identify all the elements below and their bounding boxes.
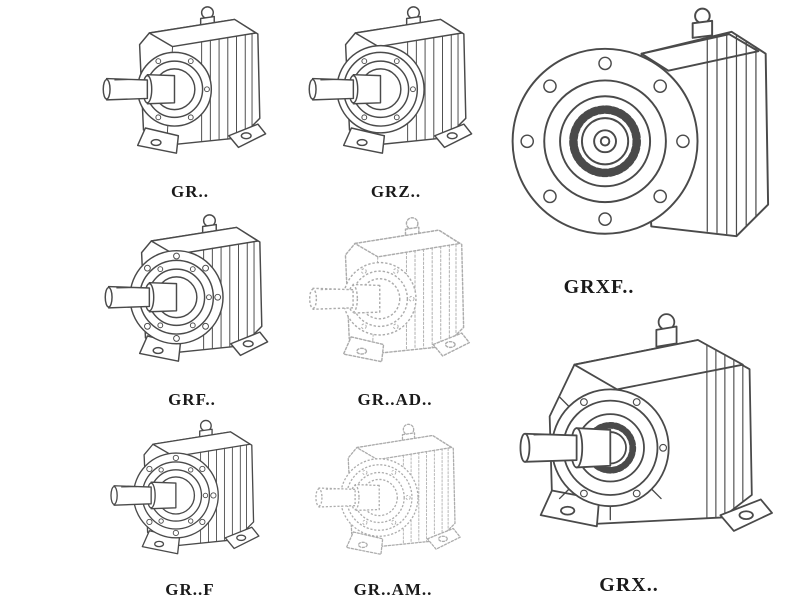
gearbox-foot-flange-drawing <box>92 416 288 579</box>
gearbox-large-foot-mounted-drawing <box>498 300 790 572</box>
model-label-gr: GR.. <box>171 182 209 202</box>
model-label-gram: GR..AM.. <box>353 580 433 600</box>
catalog-cell-grxf: GRXF.. <box>498 0 790 298</box>
model-label-grz: GRZ.. <box>370 182 422 202</box>
model-label-grf: GRF.. <box>168 390 216 410</box>
catalog-cell-gr: GR.. <box>92 2 288 202</box>
model-label-grxf: GRXF.. <box>563 276 635 298</box>
catalog-cell-grft: GR..F <box>92 416 288 600</box>
catalog-cell-gram: GR..AM.. <box>295 420 491 600</box>
gearbox-round-face-drawing <box>298 2 494 181</box>
gearbox-front-flange-drawing <box>498 0 790 274</box>
model-label-grad: GR..AD.. <box>357 390 433 410</box>
model-label-grx: GRX.. <box>599 574 659 596</box>
gearbox-foot-mounted-drawing <box>92 2 288 181</box>
catalog-cell-grx: GRX.. <box>498 300 790 596</box>
gearbox-motor-adapter-drawing <box>295 420 491 579</box>
gearbox-input-adapter-drawing <box>295 213 495 389</box>
catalog-cell-grad: GR..AD.. <box>295 213 495 410</box>
model-label-grft: GR..F <box>165 580 215 600</box>
gearbox-flange-foot-drawing <box>92 210 292 389</box>
catalog-cell-grz: GRZ.. <box>298 2 494 202</box>
catalog-cell-grf: GRF.. <box>92 210 292 410</box>
